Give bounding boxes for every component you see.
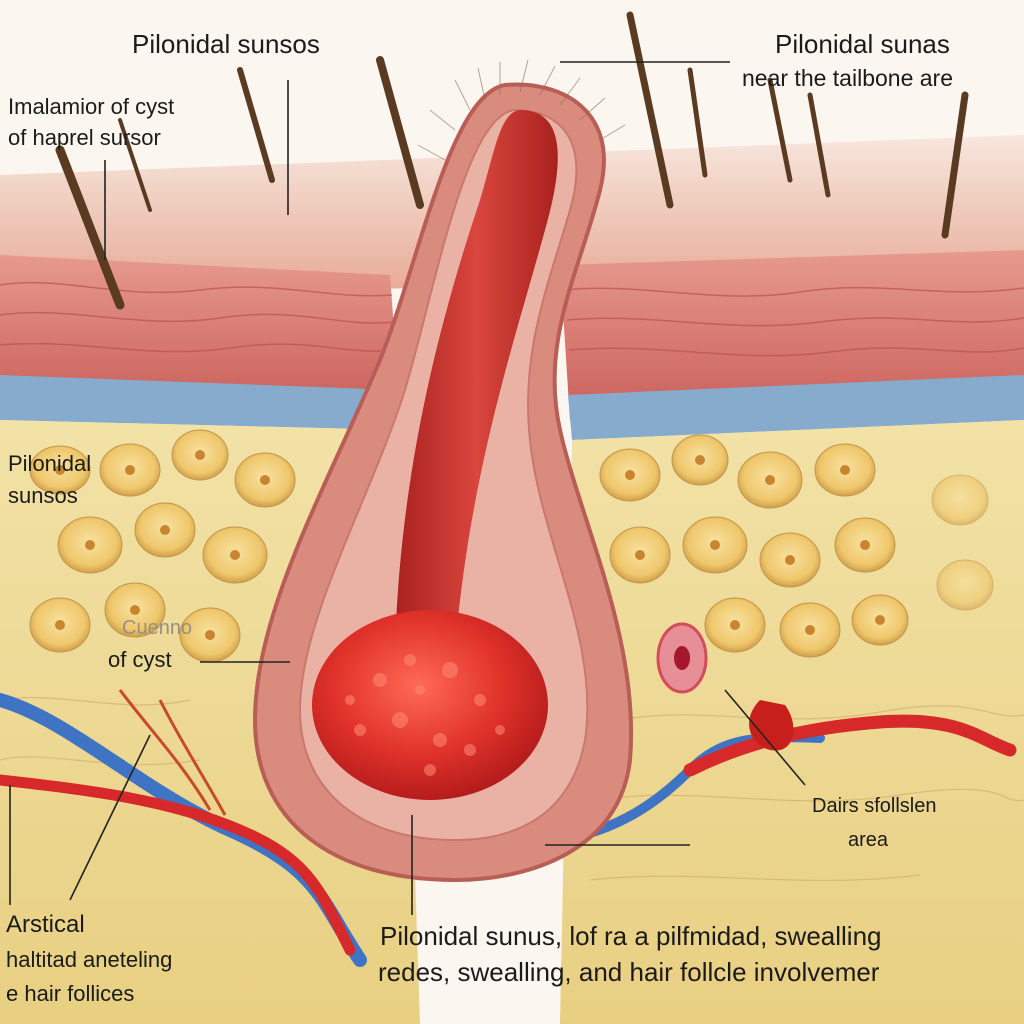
cyst-mass [312,610,548,800]
title-right: Pilonidal sunas [775,29,950,59]
hair-shafts [55,11,969,310]
cyst-label: of cyst [108,647,172,672]
cyst-texture [345,654,505,776]
nerve-fibers [118,689,212,811]
left-mid-label-line2: sunsos [8,483,78,508]
right-area-label-line1: Dairs sfollslen [812,795,937,817]
sinus-opening-hairs [417,59,626,161]
dermis-layer [0,255,400,410]
fat-cell-nuclei [55,450,885,640]
blue-tissue-layer [568,375,1024,440]
bottom-left-label-line1: Arstical [6,911,85,938]
fat-texture [0,697,1024,882]
inflammation-label-line2: of haprel sursor [8,125,161,150]
bottom-center-label-line2: redes, swealling, and hair follcle invol… [378,957,880,987]
nerve-fibers [158,699,227,816]
artery-right [683,714,1017,777]
blue-tissue-layer [0,375,400,430]
bottom-left-label-line2: haltitad aneteling [6,947,173,972]
inflammation-label-line1: Imalamior of cyst [8,94,175,119]
right-area-label-line2: area [848,829,889,851]
leader-lines [9,61,806,915]
bottom-left-label-line3: e hair follices [6,981,135,1006]
title-left: Pilonidal sunsos [132,29,320,59]
sinus-tract [395,110,558,650]
dermis-texture [0,281,1024,357]
left-mid-label-line1: Pilonidal [8,451,92,476]
cyst-faded-label: Cuenno [122,617,193,639]
inflamed-follicle [749,700,794,751]
artery-left [0,774,356,956]
subtitle-right: near the tailbone are [742,65,953,91]
bottom-center-label-line1: Pilonidal sunus, lof ra a pilfmidad, swe… [380,921,882,951]
